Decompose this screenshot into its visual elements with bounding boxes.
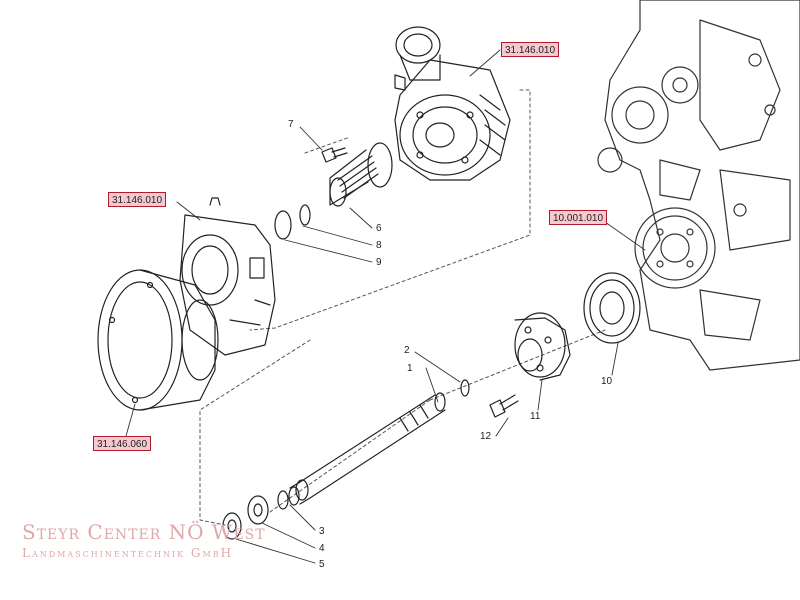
part-11-hub (514, 312, 571, 381)
left-pto-housing (179, 197, 276, 356)
part-number-12: 12 (480, 431, 492, 442)
leader-lines (125, 49, 646, 564)
bell-housing (97, 269, 219, 411)
watermark-line-2: Landmaschinentechnik GmbH (22, 546, 234, 560)
part-6-splined-shaft (329, 142, 393, 207)
dealer-watermark: Steyr Center NÖ West Landmaschinentechni… (22, 520, 266, 560)
part-number-4: 4 (319, 543, 325, 554)
part-10-damper (583, 272, 641, 344)
part-number-1: 1 (407, 363, 413, 374)
part-number-5: 5 (319, 559, 325, 570)
ref-label-upper-housing[interactable]: 31.146.010 (501, 42, 560, 57)
ref-label-left-housing[interactable]: 31.146.010 (108, 192, 167, 207)
engine-block (597, 0, 800, 371)
part-number-8: 8 (376, 240, 382, 251)
small-rings (222, 379, 470, 540)
part-1-shaft (288, 392, 446, 506)
part-number-11: 11 (530, 411, 541, 422)
ref-label-engine[interactable]: 10.001.010 (549, 210, 608, 225)
part-7-bolt (321, 147, 348, 163)
watermark-line-1: Steyr Center NÖ West (22, 520, 266, 544)
part-number-6: 6 (376, 223, 382, 234)
dashed-assembly-lines (199, 89, 606, 526)
part-12-bolt (489, 394, 519, 418)
part-number-10: 10 (601, 376, 613, 387)
ref-label-bell-housing[interactable]: 31.146.060 (93, 436, 152, 451)
part-number-2: 2 (404, 345, 410, 356)
part-number-3: 3 (319, 526, 325, 537)
part-number-9: 9 (376, 257, 382, 268)
part-number-7: 7 (288, 119, 294, 130)
part-8-9-rings (274, 204, 311, 240)
upper-pto-housing (394, 26, 511, 181)
